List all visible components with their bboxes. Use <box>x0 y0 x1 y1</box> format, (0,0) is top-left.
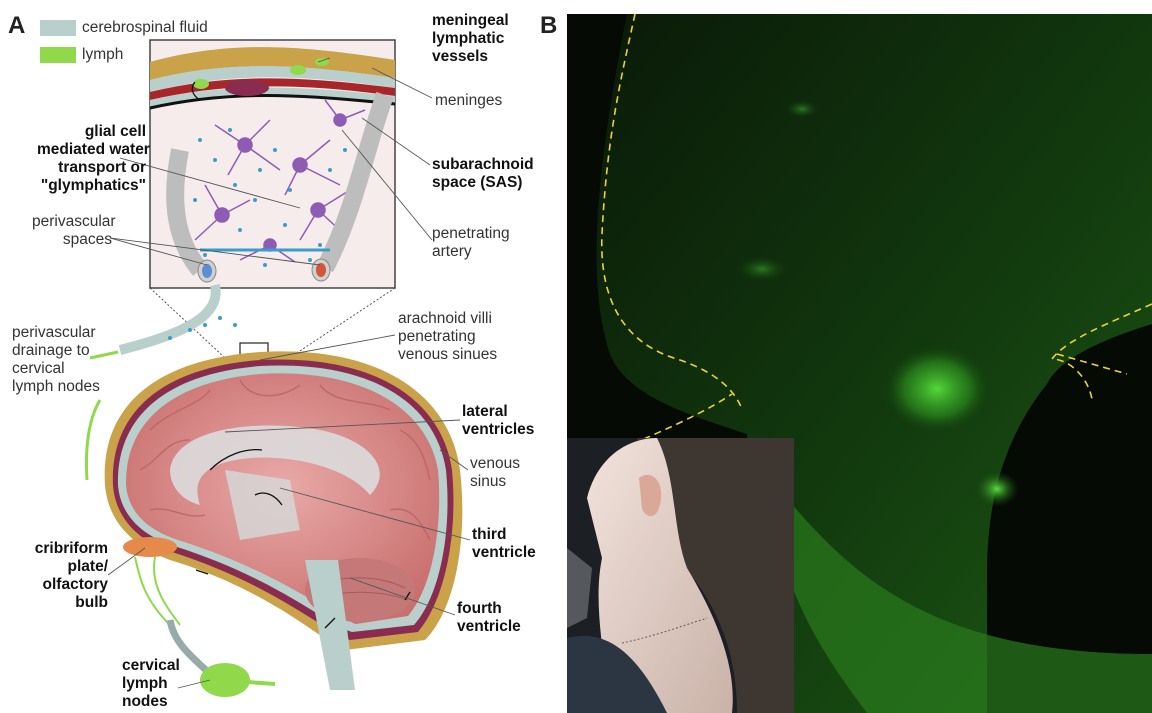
vein-cross-section <box>202 264 212 278</box>
label-cribriform-plate: cribriform plate/ olfactory bulb <box>28 540 108 612</box>
magnified-inset <box>150 40 395 288</box>
cervical-node-fluorescence <box>882 344 992 434</box>
panel-b-letter: B <box>540 14 557 38</box>
secondary-node-fluorescence <box>975 471 1019 507</box>
photo-inset <box>567 438 794 713</box>
label-lateral-ventricles: lateral ventricles <box>462 403 534 439</box>
label-perivascular-spaces: perivascular spaces <box>32 213 112 249</box>
venous-sinus-inset <box>225 80 269 96</box>
lymphatic-vessel-1 <box>193 79 209 89</box>
label-glymphatics: glial cell mediated water transport or "… <box>37 123 146 195</box>
lymphatic-vessel-2 <box>290 65 306 75</box>
label-fourth-ventricle: fourth ventricle <box>457 600 521 636</box>
cervical-lymph-node <box>200 663 250 697</box>
label-third-ventricle: third ventricle <box>472 526 536 562</box>
label-perivascular-drainage: perivascular drainage to cervical lymph … <box>12 324 100 396</box>
label-meninges: meninges <box>435 92 502 110</box>
photo-canvas <box>567 438 794 713</box>
label-venous-sinus: venous sinus <box>470 455 520 491</box>
label-arachnoid-villi: arachnoid villi penetrating venous sinue… <box>398 310 497 364</box>
label-meningeal-lymphatic-vessels: meningeal lymphatic vessels <box>432 12 509 66</box>
label-subarachnoid-space: subarachnoid space (SAS) <box>432 156 534 192</box>
label-penetrating-artery: penetrating artery <box>432 225 510 261</box>
olfactory-bulb <box>123 537 177 557</box>
label-cervical-lymph-nodes: cervical lymph nodes <box>122 657 180 711</box>
brain-sagittal <box>86 351 462 697</box>
